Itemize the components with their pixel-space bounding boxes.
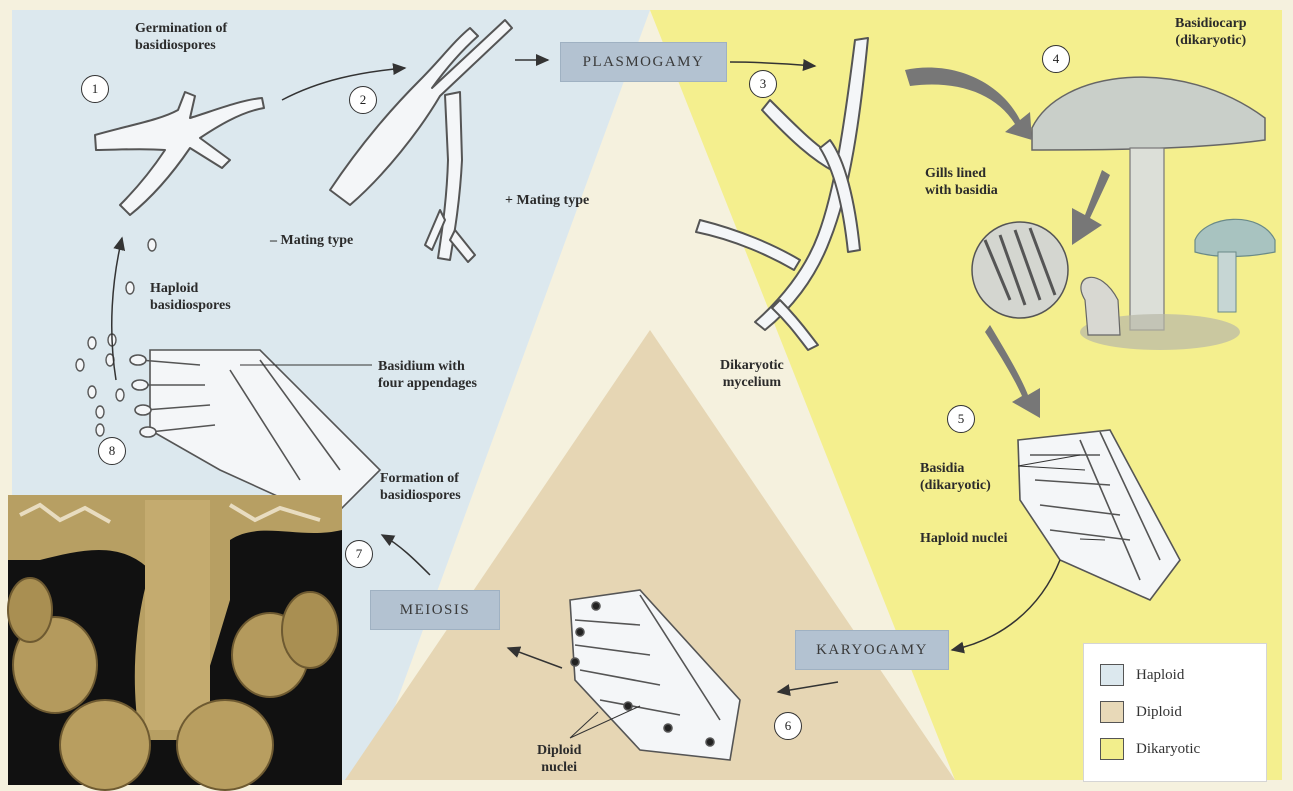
basidia-dikaryotic-label: Basidia (dikaryotic): [920, 460, 991, 494]
legend-item-haploid: Haploid: [1100, 664, 1184, 686]
diploid-nuclei-label: Diploid nuclei: [537, 742, 581, 776]
basidiocarp-label: Basidiocarp (dikaryotic): [1175, 15, 1247, 49]
step-8-marker: 8: [98, 437, 126, 465]
legend-label-dikaryotic: Dikaryotic: [1136, 741, 1200, 758]
legend-item-diploid: Diploid: [1100, 701, 1182, 723]
meiosis-box: MEIOSIS: [370, 590, 500, 630]
step-5-marker: 5: [947, 405, 975, 433]
legend: Haploid Diploid Dikaryotic: [1083, 643, 1267, 782]
sem-micrograph: [8, 495, 342, 790]
legend-label-diploid: Diploid: [1136, 704, 1182, 721]
plasmogamy-box: PLASMOGAMY: [560, 42, 727, 82]
germination-label: Germination of basidiospores: [135, 20, 227, 54]
haploid-basidiospores-label: Haploid basidiospores: [150, 280, 231, 314]
basidium-appendages-label: Basidium with four appendages: [378, 358, 477, 392]
step-1-marker: 1: [81, 75, 109, 103]
haploid-nuclei-label: Haploid nuclei: [920, 530, 1008, 547]
legend-swatch-diploid: [1100, 701, 1124, 723]
legend-swatch-dikaryotic: [1100, 738, 1124, 760]
minus-mating-type-label: – Mating type: [270, 232, 353, 249]
legend-label-haploid: Haploid: [1136, 667, 1184, 684]
formation-basidiospores-label: Formation of basidiospores: [380, 470, 461, 504]
step-2-marker: 2: [349, 86, 377, 114]
karyogamy-box: KARYOGAMY: [795, 630, 949, 670]
legend-swatch-haploid: [1100, 664, 1124, 686]
step-6-marker: 6: [774, 712, 802, 740]
plus-mating-type-label: + Mating type: [505, 192, 589, 209]
dikaryotic-mycelium-label: Dikaryotic mycelium: [720, 357, 784, 391]
step-4-marker: 4: [1042, 45, 1070, 73]
step-7-marker: 7: [345, 540, 373, 568]
step-3-marker: 3: [749, 70, 777, 98]
gills-label: Gills lined with basidia: [925, 165, 998, 199]
legend-item-dikaryotic: Dikaryotic: [1100, 738, 1200, 760]
